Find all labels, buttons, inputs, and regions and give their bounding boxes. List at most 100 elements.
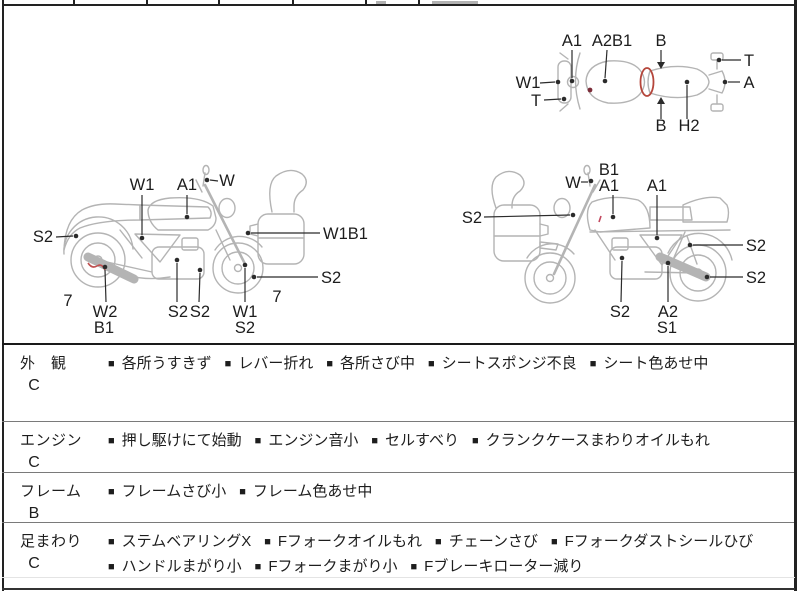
part-code-label: B1 [599,161,619,179]
bullet-icon: ■ [326,358,333,370]
part-code-label: S2 [321,269,341,287]
category-label: 足まわり [20,533,83,550]
defect-text: ステムベアリングX [121,533,252,550]
bullet-icon: ■ [239,486,246,498]
bullet-icon: ■ [224,358,232,370]
cutoff-text-remnant [432,1,478,4]
defect-text: Fフォークまがり小 [268,558,398,575]
part-code-label: A2 [658,303,678,321]
top-row-divider [146,0,148,5]
leader-lines [483,178,743,303]
defect-list: ■ステムベアリングX■Fフォークオイルもれ■チェーンさび■Fフォークダストシール… [98,523,794,588]
top-row-divider [73,0,75,5]
bullet-icon: ■ [410,561,418,573]
motorcycle-art [557,52,726,112]
red-circle-mark [639,67,655,97]
bullet-icon: ■ [550,536,558,548]
bullet-icon: ■ [264,536,271,548]
cutoff-text-remnant [376,1,386,4]
category-label: フレーム [20,483,82,500]
sheet-faint-rule [2,577,795,578]
part-code-label: S2 [746,237,766,255]
inspection-table: 外 観 C ■ 各所うすきず ■ レバー折れ ■ 各所さび中 ■ シートスポンジ不良 ■ シート色… [2,343,794,588]
category-label: 外 観 [20,355,67,372]
part-code-label: S1 [657,319,677,337]
table-row-exterior: 外 観 C ■各所うすきず■レバー折れ■各所さび中■シートスポンジ不良■シート色… [2,345,794,422]
defect-text: チェーンさび [448,533,538,550]
table-row-undercarriage: 足まわり C ■ステムベアリングX■Fフォークオイルもれ■チェーンさび■Fフォー… [2,523,794,588]
grade-value: C [28,555,40,572]
grade-value: C [28,377,40,394]
part-code-label: S2 [746,269,766,287]
defect-text: ハンドルまがり小 [121,558,242,575]
bullet-icon: ■ [435,536,442,548]
motorcycle-art [491,164,733,304]
part-code-label: A1 [647,177,667,195]
defect-text: セルすべり [385,432,459,449]
part-code-label: T [531,92,541,110]
defect-text: 各所さび中 [340,355,416,372]
table-row-frame: フレーム B ■フレームさび小■フレーム色あせ中 [2,473,794,523]
leader-lines [539,49,741,119]
bullet-icon: ■ [108,435,115,447]
part-code-label: W1 [516,74,541,92]
defect-text: 各所うすきず [121,355,212,372]
top-row-divider [292,0,294,5]
defect-text: 押し駆けにて始動 [121,432,242,449]
defect-list: ■フレームさび小■フレーム色あせ中 [98,473,794,522]
part-code-label: S2 [235,319,255,337]
bullet-icon: ■ [108,536,115,548]
part-code-label: W [565,174,581,192]
part-code-label: S2 [168,303,188,321]
table-row-engine: エンジン C ■押し駆けにて始動■エンジン音小■セルすべり■クランクケースまわり… [2,422,794,473]
bullet-icon: ■ [589,358,597,370]
part-code-label: A2B1 [592,32,632,50]
bullet-icon: ■ [254,435,262,447]
part-code-label: 7 [63,292,72,310]
part-code-label: B [655,32,666,50]
part-code-label: A1 [177,176,197,194]
part-code-label: A1 [562,32,582,50]
bullet-icon: ■ [471,435,479,447]
defect-text: シートスポンジ不良 [441,355,577,372]
part-code-label: A1 [599,177,619,195]
part-code-label: W2 [93,303,118,321]
damage-marks [598,215,602,223]
part-code-label: W1 [233,303,258,321]
bullet-icon: ■ [254,561,262,573]
defect-text: Fフォークダストシールひび [564,533,754,550]
defect-list: ■押し駆けにて始動■エンジン音小■セルすべり■クランクケースまわりオイルもれ [98,422,794,472]
part-code-label: W [219,172,235,190]
bullet-icon: ■ [371,435,378,447]
top-row-bottom-border [2,4,795,6]
sheet-left-border [2,0,4,591]
bullet-icon: ■ [108,561,115,573]
part-code-label: T [744,52,754,70]
defect-list: ■各所うすきず■レバー折れ■各所さび中■シートスポンジ不良■シート色あせ中 [98,345,794,421]
defect-text: クランクケースまわりオイルもれ [485,432,710,449]
motorcycle-left-side-diagram: W1 A1 W S2 W1B1 S2 7 W2 B1 S2 S2 W1 S2 7 [33,164,368,337]
top-row-divider [418,0,420,5]
damage-marks [587,67,655,97]
defect-text: フレームさび小 [121,483,227,500]
part-code-label: B [655,117,666,135]
grade-value: B [28,505,40,522]
part-code-label: A [743,74,754,92]
leader-lines [55,177,320,303]
part-code-label: 7 [272,288,281,306]
red-dot-mark [587,87,593,93]
defect-text: フレーム色あせ中 [252,483,373,500]
part-code-label: S2 [190,303,210,321]
defect-text: Fフォークオイルもれ [277,533,423,550]
bullet-icon: ■ [428,358,435,370]
defect-text: シート色あせ中 [603,355,709,372]
category-label: エンジン [20,432,83,449]
part-code-label: B1 [94,319,114,337]
part-code-label: S2 [33,228,53,246]
part-code-label: W1B1 [323,225,368,243]
red-tick-mark [598,215,602,223]
defect-text: レバー折れ [238,355,314,372]
motorcycle-art [63,164,307,294]
sheet-right-border [794,0,797,591]
